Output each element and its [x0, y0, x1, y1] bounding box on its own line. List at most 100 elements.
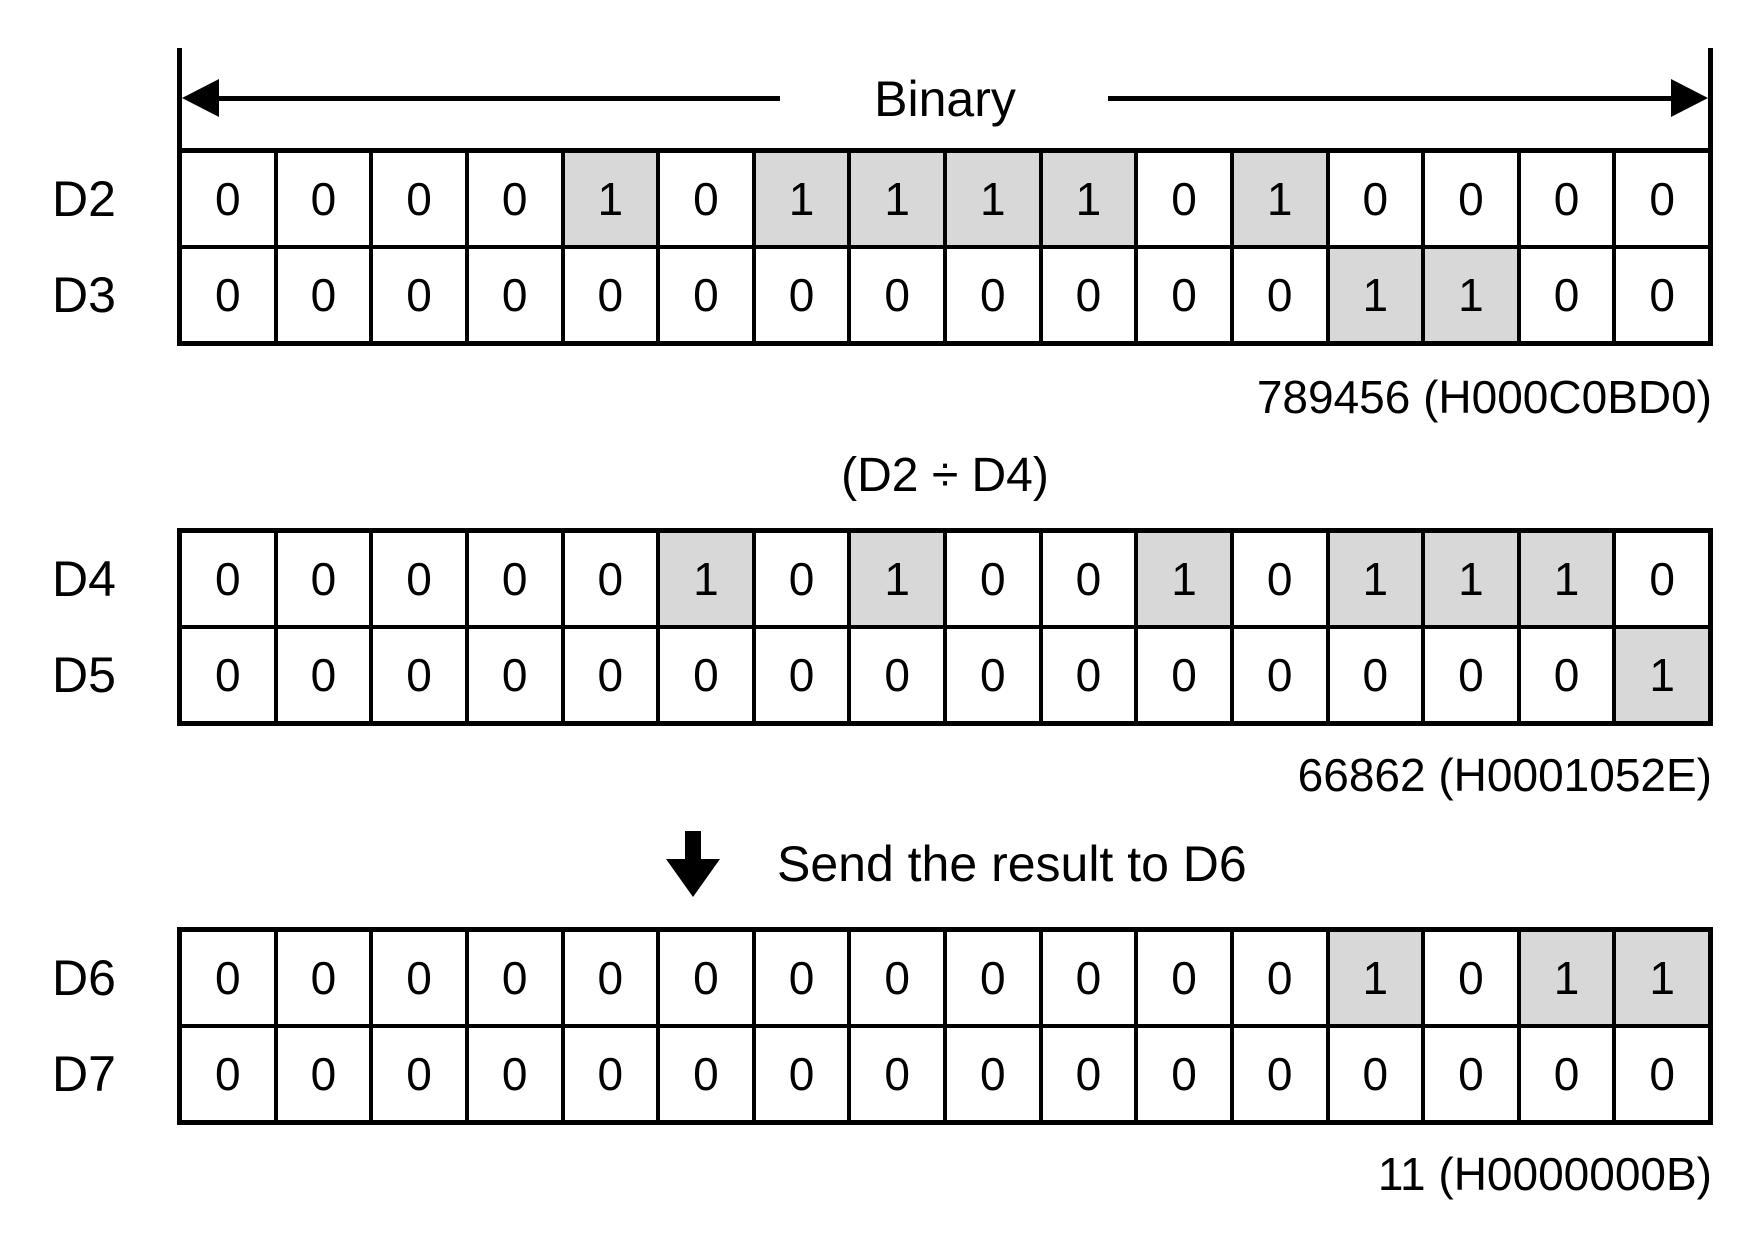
register-label: D7	[52, 1046, 116, 1102]
bit-cell: 0	[847, 629, 943, 721]
bit-cell: 0	[369, 629, 465, 721]
bit-cell: 0	[1421, 1028, 1517, 1120]
bit-cell: 0	[1134, 629, 1230, 721]
bit-cell: 0	[273, 249, 370, 341]
bit-cell: 0	[943, 629, 1039, 721]
bit-cell: 0	[464, 629, 561, 721]
bit-cell: 0	[751, 629, 848, 721]
bit-cell: 0	[560, 629, 657, 721]
bit-cell: 0	[1038, 629, 1135, 721]
bit-cell: 0	[943, 1028, 1039, 1120]
bit-cell: 0	[1421, 153, 1517, 245]
bit-cell: 0	[182, 533, 274, 625]
bit-cell: 0	[560, 533, 657, 625]
bit-cell: 0	[369, 1028, 465, 1120]
bit-cell: 1	[1325, 533, 1422, 625]
transfer-row: Send the result to D6	[177, 828, 1713, 900]
bit-cell: 0	[464, 533, 561, 625]
bit-cell: 0	[1229, 932, 1326, 1024]
bit-cell: 0	[1516, 629, 1613, 721]
register-label: D5	[52, 647, 116, 703]
bit-cell: 1	[751, 153, 848, 245]
bit-cell: 0	[1229, 629, 1326, 721]
bit-cell: 0	[369, 932, 465, 1024]
operation-label: (D2 ÷ D4)	[841, 449, 1049, 502]
register-label: D6	[52, 950, 116, 1006]
binary-span-arrow-icon	[177, 48, 1713, 148]
bit-cell: 0	[943, 533, 1039, 625]
bit-cell: 1	[1421, 533, 1517, 625]
bit-cell: 0	[1229, 249, 1326, 341]
bit-cell: 0	[1134, 153, 1230, 245]
bit-cell: 0	[751, 533, 848, 625]
register-label: D2	[52, 171, 116, 227]
bit-cell: 0	[751, 1028, 848, 1120]
bit-cell: 0	[1612, 249, 1708, 341]
bit-cell: 0	[464, 249, 561, 341]
bit-cell: 0	[1421, 629, 1517, 721]
bit-cell: 0	[273, 629, 370, 721]
down-arrow-icon	[666, 831, 720, 897]
bit-cell: 0	[273, 932, 370, 1024]
bit-cell: 0	[656, 932, 752, 1024]
bit-cell: 0	[1325, 629, 1422, 721]
value-caption: 66862 (H0001052E)	[1297, 749, 1712, 801]
bit-cell: 0	[1612, 153, 1708, 245]
bit-cell: 0	[273, 533, 370, 625]
bit-cell: 1	[1421, 249, 1517, 341]
bit-cell: 0	[1516, 249, 1613, 341]
bit-cell: 1	[1038, 153, 1135, 245]
bit-cell: 0	[656, 153, 752, 245]
bit-cell: 0	[182, 629, 274, 721]
bit-cell: 0	[1229, 533, 1326, 625]
bit-cell: 1	[1516, 932, 1613, 1024]
bit-cell: 0	[464, 153, 561, 245]
bit-cell: 0	[1612, 533, 1708, 625]
bit-cell: 0	[1325, 153, 1422, 245]
bit-cell: 1	[1612, 629, 1708, 721]
bit-cell: 1	[1325, 932, 1422, 1024]
register-label: D3	[52, 267, 116, 323]
bit-cell: 0	[1038, 1028, 1135, 1120]
bit-cell: 0	[1229, 1028, 1326, 1120]
bit-cell: 0	[182, 249, 274, 341]
bit-cell: 0	[1612, 1028, 1708, 1120]
transfer-label: Send the result to D6	[777, 836, 1247, 892]
value-caption: 11 (H0000000B)	[1377, 1148, 1712, 1200]
bit-cell: 0	[1038, 932, 1135, 1024]
bit-cell: 0	[1134, 249, 1230, 341]
bit-cell: 1	[560, 153, 657, 245]
bit-cell: 0	[847, 249, 943, 341]
bit-cell: 0	[369, 153, 465, 245]
bit-cell: 0	[943, 249, 1039, 341]
bit-cell: 0	[560, 1028, 657, 1120]
bit-cell: 1	[656, 533, 752, 625]
bit-cell: 1	[943, 153, 1039, 245]
bit-cell: 0	[182, 932, 274, 1024]
register-label: D4	[52, 551, 116, 607]
bit-cell: 0	[369, 249, 465, 341]
bit-cell: 0	[1038, 249, 1135, 341]
bit-cell: 1	[847, 533, 943, 625]
value-caption: 789456 (H000C0BD0)	[1256, 371, 1712, 423]
bit-cell: 0	[1134, 932, 1230, 1024]
binary-label: Binary	[874, 71, 1016, 127]
bit-cell: 0	[560, 932, 657, 1024]
bit-cell: 1	[847, 153, 943, 245]
bit-cell: 0	[847, 932, 943, 1024]
bit-cell: 0	[656, 1028, 752, 1120]
bit-cell: 0	[273, 153, 370, 245]
bit-cell: 1	[1134, 533, 1230, 625]
